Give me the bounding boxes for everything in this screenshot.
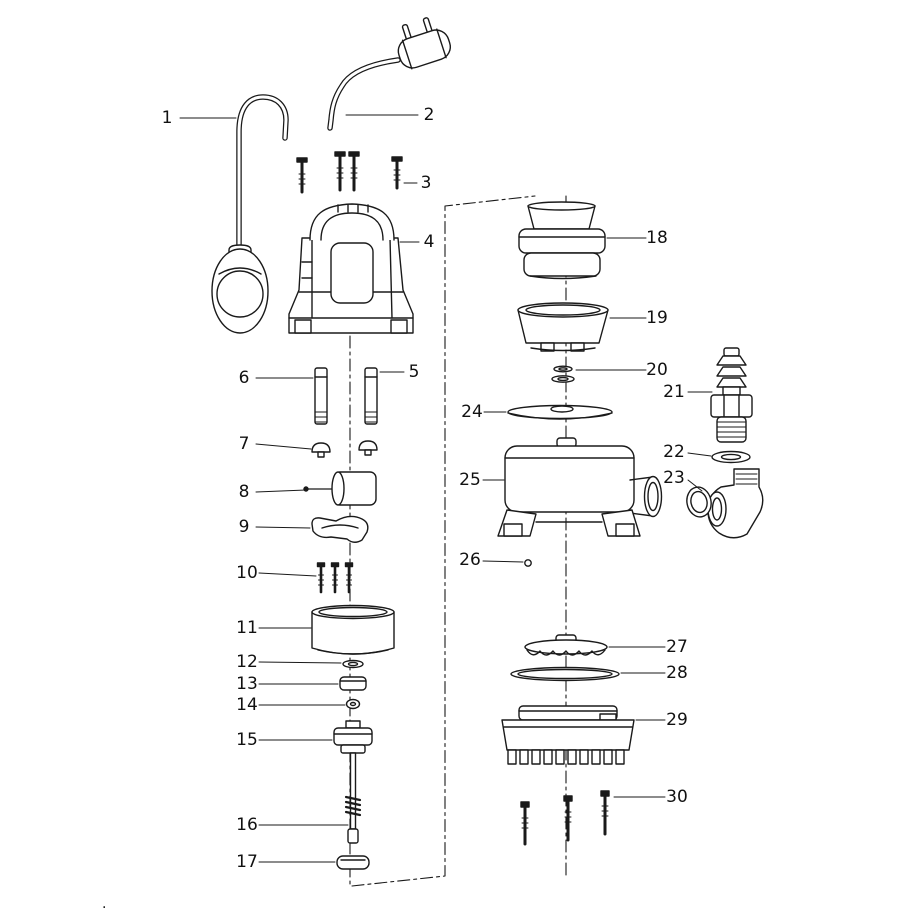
part-9-clip <box>311 515 369 543</box>
part-label-11: 11 <box>236 618 258 638</box>
part-label-19: 19 <box>646 308 668 328</box>
part-label-20: 20 <box>646 360 668 380</box>
part-label-7: 7 <box>238 434 250 454</box>
part-label-1: 1 <box>161 108 173 128</box>
stray-dot-mark: . <box>102 896 107 910</box>
part-1-float-switch <box>211 94 289 334</box>
part-24-plate <box>507 404 613 420</box>
part-6-bolt <box>314 367 328 425</box>
part-8-capacitor <box>303 471 377 506</box>
part-26-dot <box>524 559 532 567</box>
part-15-seal-assembly <box>333 720 373 754</box>
part-label-13: 13 <box>236 674 258 694</box>
part-19-diffuser-cover <box>517 302 609 352</box>
part-11-motor-housing <box>311 604 395 655</box>
part-label-22: 22 <box>663 442 685 462</box>
part-20-washers <box>551 365 575 383</box>
part-label-18: 18 <box>646 228 668 248</box>
part-label-4: 4 <box>423 232 435 252</box>
part-13-spacer <box>339 676 367 691</box>
part-label-17: 17 <box>236 852 258 872</box>
part-label-26: 26 <box>459 550 481 570</box>
part-label-14: 14 <box>236 695 258 715</box>
leader-lines <box>179 114 713 863</box>
part-16-shaft-spring <box>344 752 362 844</box>
part-14-pin <box>345 698 361 710</box>
part-label-3: 3 <box>420 173 432 193</box>
part-label-29: 29 <box>666 710 688 730</box>
part-label-12: 12 <box>236 652 258 672</box>
part-25-volute-housing <box>497 437 663 537</box>
part-label-30: 30 <box>666 787 688 807</box>
part-4-upper-housing <box>288 203 414 334</box>
part-21-barbed-adapter <box>710 347 753 443</box>
part-5-bolt <box>364 367 378 425</box>
part-29-bottom-plate <box>501 705 635 765</box>
part-label-6: 6 <box>238 368 250 388</box>
part-label-10: 10 <box>236 563 258 583</box>
part-label-25: 25 <box>459 470 481 490</box>
part-10-screws <box>316 562 354 594</box>
part-18-hose-coupling <box>518 201 606 280</box>
part-28-gasket <box>510 666 620 682</box>
part-label-8: 8 <box>238 482 250 502</box>
part-12-washer <box>342 659 364 669</box>
part-label-5: 5 <box>408 362 420 382</box>
part-label-9: 9 <box>238 517 250 537</box>
part-label-21: 21 <box>663 382 685 402</box>
part-2-power-cord <box>327 17 451 131</box>
part-label-2: 2 <box>423 105 435 125</box>
part-label-27: 27 <box>666 637 688 657</box>
part-30-screws <box>520 790 610 846</box>
elbow-fitting <box>707 468 764 539</box>
part-22-washer <box>711 450 751 464</box>
part-7-push-nuts <box>311 440 378 458</box>
part-27-impeller <box>524 634 608 656</box>
part-17-seal <box>336 855 370 870</box>
part-3-screws <box>296 151 403 194</box>
part-label-15: 15 <box>236 730 258 750</box>
part-label-28: 28 <box>666 663 688 683</box>
part-label-16: 16 <box>236 815 258 835</box>
part-label-23: 23 <box>663 468 685 488</box>
part-23-o-ring <box>686 486 712 518</box>
part-label-24: 24 <box>461 402 483 422</box>
